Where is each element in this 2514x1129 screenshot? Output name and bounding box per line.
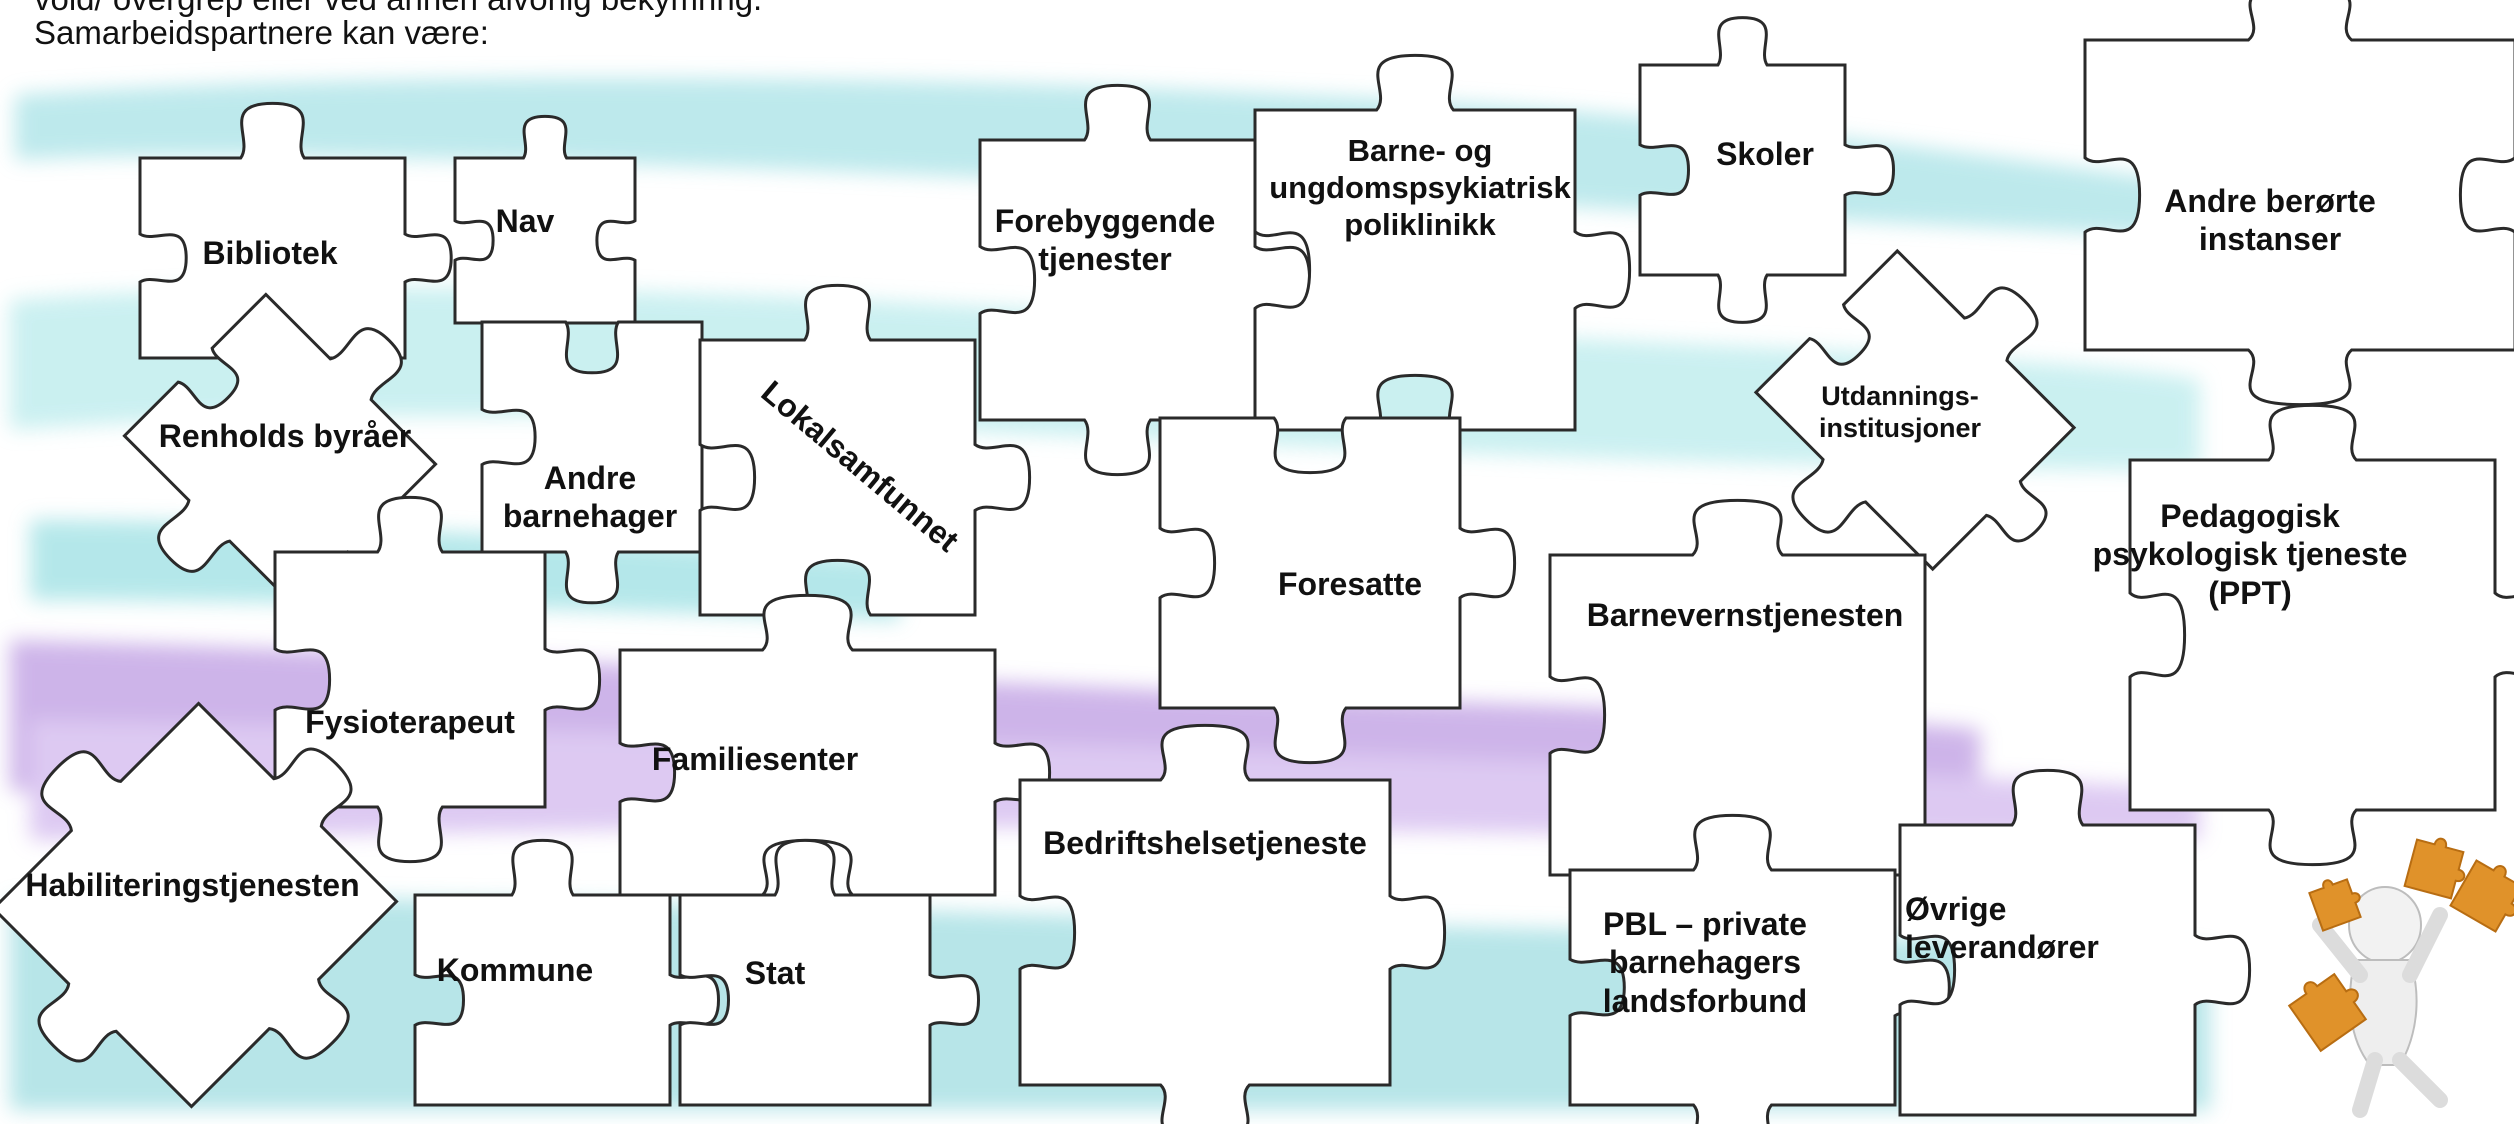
- figure-legs: [2352, 1052, 2448, 1118]
- label-fysioterapeut: Fysioterapeut: [305, 704, 515, 740]
- figure-arms: [2312, 907, 2448, 983]
- puzzle-piece-foresatte: [1158, 416, 1517, 765]
- label-foresatte: Foresatte: [1277, 566, 1423, 602]
- label-renholds-byraer: Renholds byråer: [158, 418, 412, 454]
- label-kommune: Kommune: [436, 952, 594, 988]
- label-barnevernstjenesten: Barnevernstjenesten: [1586, 597, 1904, 633]
- puzzle-piece-bup: [1253, 53, 1632, 432]
- puzzle-piece-bedriftshelse: [1018, 723, 1447, 1129]
- label-skoler: Skoler: [1716, 136, 1814, 172]
- label-utdanningsinstitusjoner: Utdannings-institusjoner: [1818, 381, 1981, 444]
- orange-puzzle-piece-icon: [2403, 837, 2466, 900]
- intro-line-1: vold/ overgrep eller ved annen alvorlig …: [34, 0, 762, 18]
- label-habiliteringstjenesten: Habiliteringstjenesten: [25, 867, 360, 903]
- puzzle-piece-lokalsamfunnet: [698, 283, 1032, 617]
- puzzle-piece-ovrige: [1898, 768, 2252, 1117]
- intro-line-2: Samarbeidspartnere kan være:: [34, 14, 489, 51]
- puzzle-piece-fysioterapeut: [273, 495, 602, 864]
- label-familiesenter: Familiesenter: [651, 741, 859, 777]
- puzzle-piece-ppt: [2128, 403, 2514, 867]
- puzzle-piece-familiesenter: [618, 593, 1052, 897]
- label-stat: Stat: [744, 955, 806, 991]
- puzzle-piece-andre-barnehager: [480, 320, 704, 605]
- stick-figure-juggling-puzzle-icon: [2287, 837, 2514, 1118]
- puzzle-piece-skoler: [1638, 16, 1896, 324]
- puzzle-piece-stat: [678, 838, 981, 1107]
- puzzle-piece-andre-berorte: [2083, 0, 2514, 407]
- label-nav: Nav: [495, 203, 555, 239]
- label-bedriftshelsetjeneste: Bedriftshelsetjeneste: [1043, 825, 1367, 861]
- orange-puzzle-piece-icon: [2308, 878, 2362, 932]
- puzzle-piece-habilitering: [0, 701, 399, 1109]
- label-bibliotek: Bibliotek: [202, 235, 338, 271]
- puzzle-piece-pbl: [1568, 813, 1951, 1129]
- puzzle-piece-utdannings: [1753, 248, 2077, 572]
- puzzle-piece-kommune: [413, 838, 721, 1107]
- orange-puzzle-piece-icon: [2449, 859, 2514, 933]
- orange-puzzle-piece-icon: [2287, 972, 2368, 1053]
